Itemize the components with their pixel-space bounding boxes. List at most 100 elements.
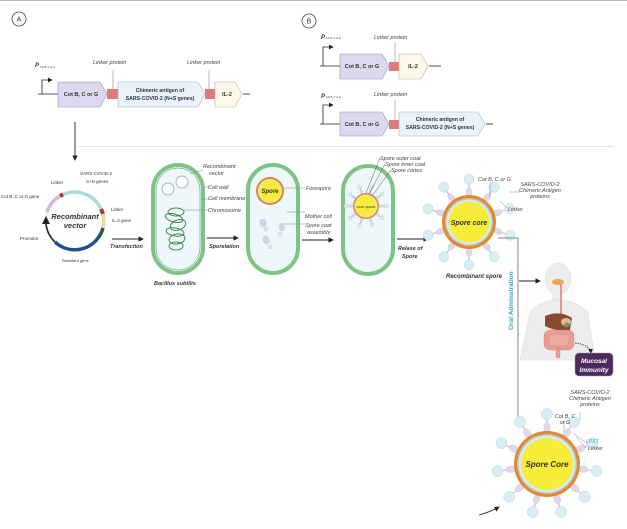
forespore — [259, 180, 281, 202]
antigen-gene-block — [117, 81, 206, 108]
label-sars-1: SARS-COVID-2 — [80, 171, 113, 176]
panel-a-badge — [11, 11, 27, 27]
antigen-protein — [379, 192, 385, 197]
antigen-protein — [357, 184, 363, 190]
promoter-sub: Cot B, C or G — [326, 96, 341, 99]
chromosome-icon — [164, 207, 187, 251]
label-sars-1: SARS-COVID-2 — [520, 182, 559, 188]
antigen-protein — [438, 182, 449, 193]
label-coat-2: assembly — [307, 230, 331, 236]
admin-bracket — [498, 237, 519, 420]
label-linker-top: Linker — [51, 180, 64, 185]
antigen-protein — [503, 491, 515, 503]
recombinant-spore-caption: Recombinant spore — [446, 274, 503, 280]
antigen-protein — [347, 215, 353, 220]
antigen-protein — [489, 251, 500, 262]
antigen-protein — [495, 437, 508, 449]
label-promoter: Promotor — [20, 236, 39, 241]
label-cot-2: or G — [560, 420, 571, 426]
antigen-protein — [491, 465, 504, 477]
recombinant-vector: Recombinant vector SARS-COVID-2 S+N gene… — [1, 171, 132, 263]
antigen-protein — [357, 222, 363, 228]
linker-label: Linker protein — [374, 92, 407, 98]
coat-protein-icon — [259, 218, 285, 250]
label-lpxt: LPXT — [586, 439, 599, 445]
label-inner-coat: Spore inner coat — [385, 162, 426, 168]
antigen-protein — [541, 408, 553, 420]
label-cot-gene: Cot B ,C or G gene — [1, 194, 40, 199]
label-recombinant-2: vector — [209, 171, 225, 177]
antigen-protein — [586, 437, 599, 449]
linker-block — [107, 89, 118, 99]
antigen-label-line1: Chimeric antigen of — [416, 117, 465, 123]
il2-label: IL-2 — [222, 92, 232, 98]
oral-administration: Oral Adminstration Mucosal Immunity — [498, 237, 614, 420]
antigen-protein — [590, 465, 603, 477]
vector-title-2: vector — [64, 221, 88, 230]
il2-gene-block — [214, 81, 243, 108]
linker-label: Linker protein — [374, 35, 407, 41]
antigen-label-line2: SARS-COVID-2 (N+S genes) — [126, 96, 195, 102]
label-outer-coat: Spore outer coat — [380, 156, 421, 162]
cot-gene-block — [339, 111, 390, 137]
cot-gene-arc — [45, 194, 61, 213]
antigen-protein — [369, 222, 375, 228]
core-spore-label: core spore — [357, 204, 377, 209]
promoter-p: P — [321, 94, 326, 100]
linker-block — [389, 62, 399, 71]
label-cortex: Spore cortex — [391, 168, 422, 174]
cot-protein — [349, 204, 354, 208]
cot-gene-label: Cot B, C or G — [64, 92, 99, 98]
sporulation-label: Sporelation — [209, 244, 240, 250]
spore-core-2 — [521, 438, 573, 490]
antigen-protein — [347, 192, 353, 197]
label-cell-wall: Cell wall — [208, 185, 229, 191]
curved-arrow-icon — [478, 506, 500, 516]
linker-arc — [99, 208, 105, 215]
promoter-arrow-icon — [322, 44, 334, 66]
promoter-p: P — [321, 35, 326, 41]
human-body-icon — [519, 262, 596, 361]
antigen-protein — [504, 230, 516, 241]
panel-a: A P Cot B, C or G Cot B, C or G Linker p… — [11, 11, 250, 161]
bacillus-caption: Bacillus subtilis — [154, 281, 196, 287]
immunity-label-1: Mucosal — [581, 358, 607, 365]
transfection-label: Transfection — [110, 244, 144, 250]
cot-gene-block — [57, 81, 108, 108]
plasmid-circle — [175, 175, 189, 189]
antigen-protein — [422, 203, 434, 214]
linker-label-1: Linker protein — [93, 60, 126, 66]
release-label-1: Relase of — [398, 246, 424, 252]
spore-label: Spore — [261, 189, 279, 195]
promoter-p: P — [35, 63, 40, 69]
promoter-arc — [45, 223, 56, 243]
label-forespore: Forespore — [306, 186, 331, 192]
antigen-label-line2: SARS-COVID-2 (N+S genes) — [406, 125, 475, 131]
sporulating-cell: Spore Forespore Mother cell Spore coat a… — [246, 163, 333, 275]
vector-title-1: Recombinant — [51, 212, 99, 221]
release-label-2: Spore — [402, 254, 418, 260]
antigen-protein — [379, 215, 385, 220]
panel-a-label: A — [17, 17, 22, 24]
label-coat-1: Spore coat — [305, 223, 332, 229]
label-linker: Linker — [508, 207, 524, 213]
antigen-protein — [422, 230, 434, 241]
resistant-gene-arc — [53, 236, 100, 252]
immunity-label-2: Immunity — [580, 367, 609, 374]
linker-block — [389, 120, 399, 129]
linker-block — [205, 89, 215, 99]
cot-gene-label: Cot B, C or G — [345, 122, 380, 128]
promoter-arrow-icon — [322, 102, 334, 124]
spore-core — [448, 201, 490, 243]
bacillus-cell: Recombinant vector Cell wall Cell membra… — [151, 163, 245, 287]
mucosal-immunity-badge — [574, 352, 614, 377]
label-mother-cell: Mother cell — [305, 214, 333, 220]
antigen-gene-block — [398, 111, 486, 137]
label-sars-1: SARS-COVID-2 — [570, 390, 609, 396]
linker-arc — [59, 192, 64, 198]
il2-gene-arc — [101, 213, 106, 229]
antigen-protein — [579, 491, 591, 503]
cot-protein — [378, 204, 383, 208]
mature-spore-cell: core spore Spore outer coat Spore inner … — [341, 156, 426, 276]
